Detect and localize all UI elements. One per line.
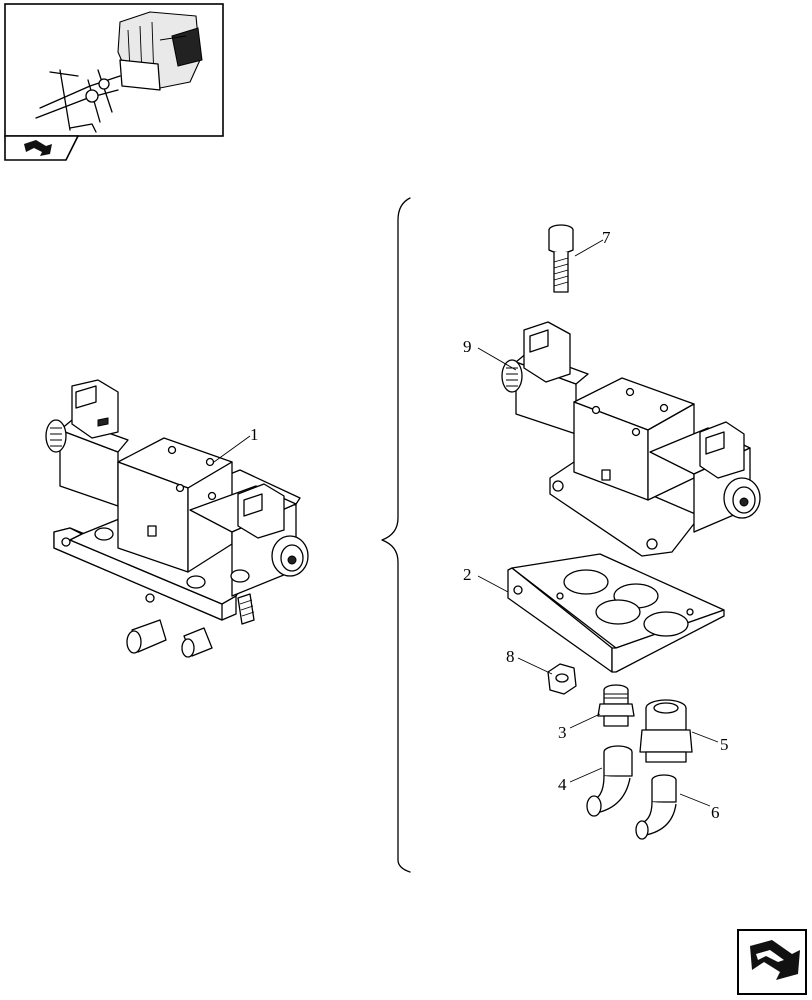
elbow-fitting-part xyxy=(586,745,633,817)
large-adapter-part xyxy=(639,699,693,763)
small-elbow-part xyxy=(635,774,677,840)
callout-4: 4 xyxy=(558,775,567,794)
callout-7: 7 xyxy=(602,228,611,247)
tractor-thumbnail-icon xyxy=(35,11,203,133)
nut-part xyxy=(547,663,577,695)
adapter-fitting-part xyxy=(597,684,635,727)
callout-9: 9 xyxy=(463,337,472,356)
mounting-plate-part xyxy=(507,553,725,673)
next-page-arrow-icon[interactable] xyxy=(737,929,807,995)
callout-8: 8 xyxy=(506,647,515,666)
callout-1: 1 xyxy=(250,425,259,444)
callout-2: 2 xyxy=(463,565,472,584)
valve-assembly xyxy=(45,379,309,658)
callout-5: 5 xyxy=(720,735,729,754)
thumbnail-frame[interactable] xyxy=(4,3,224,161)
return-arrow-icon[interactable] xyxy=(24,140,52,156)
solenoid-valve-part xyxy=(501,321,761,557)
screw-part xyxy=(548,224,574,293)
group-brace xyxy=(381,197,411,873)
callout-3: 3 xyxy=(558,723,567,742)
callout-6: 6 xyxy=(711,803,720,822)
